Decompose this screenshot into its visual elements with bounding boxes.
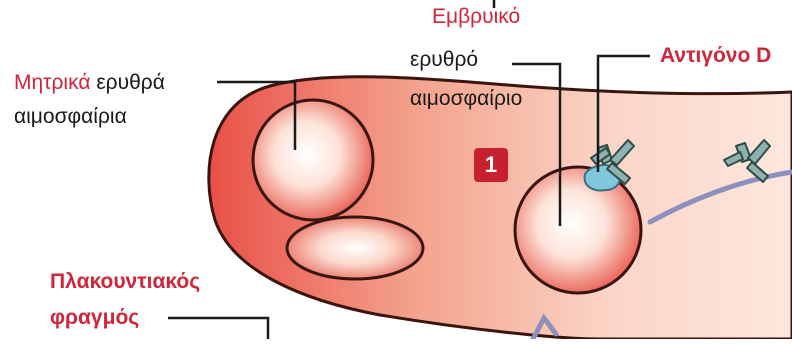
maternal-rest: ερυθρά	[96, 71, 165, 94]
placental-label-line2: φραγμός	[50, 305, 139, 331]
fetal-label-line3: αιμοσφαίριο	[410, 86, 522, 112]
fetal-cell	[515, 167, 641, 293]
placental-label-line1: Πλακουντιακός	[50, 269, 200, 295]
fetal-title-label: Εμβρυικό	[432, 4, 520, 30]
maternal-label-line2: αιμοσφαίρια	[14, 104, 127, 130]
maternal-word: Μητρικά	[14, 71, 90, 94]
placental-leader-line	[168, 318, 268, 339]
step-badge: 1	[474, 148, 508, 182]
maternal-cell-oval	[287, 217, 423, 279]
maternal-cell-round	[253, 100, 373, 220]
maternal-label-line1: Μητρικά ερυθρά	[14, 70, 165, 96]
fetal-label-line2: ερυθρό	[410, 47, 478, 73]
antigen-label: Αντιγόνο D	[660, 43, 771, 69]
